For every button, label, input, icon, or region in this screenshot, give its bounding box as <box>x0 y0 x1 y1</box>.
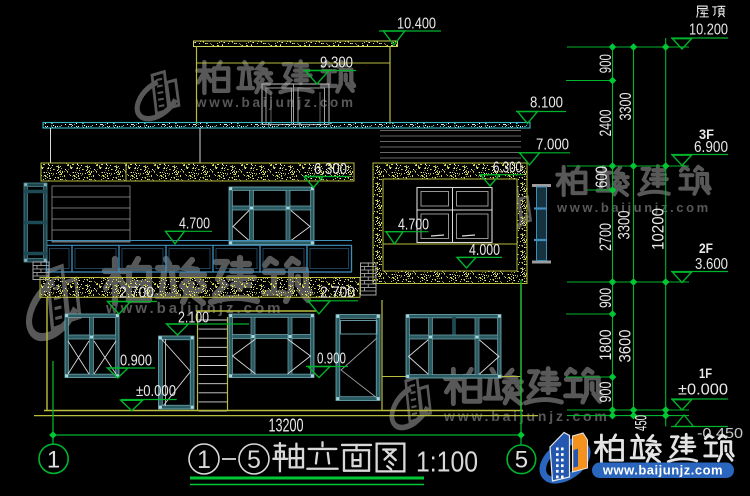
svg-text:4.700: 4.700 <box>179 216 210 233</box>
svg-text:2.700: 2.700 <box>320 285 355 302</box>
svg-text:6.300: 6.300 <box>493 160 522 177</box>
svg-text:3600: 3600 <box>616 330 635 363</box>
svg-text:www.baijunjz.com: www.baijunjz.com <box>602 463 723 478</box>
svg-text:2400: 2400 <box>596 110 615 137</box>
svg-text:±0.000: ±0.000 <box>678 382 728 399</box>
svg-text:3F: 3F <box>699 126 714 142</box>
svg-text:4.000: 4.000 <box>469 242 500 259</box>
svg-text:10.400: 10.400 <box>397 16 436 33</box>
svg-text:0.900: 0.900 <box>120 353 152 370</box>
svg-text:www.baijunjz.com: www.baijunjz.com <box>195 95 356 110</box>
svg-text:-0.450: -0.450 <box>697 426 743 442</box>
svg-text:4.700: 4.700 <box>398 217 429 234</box>
svg-text:±0.000: ±0.000 <box>136 383 176 400</box>
svg-text:1F: 1F <box>699 365 712 381</box>
svg-text:www.baijunjz.com: www.baijunjz.com <box>105 300 283 317</box>
svg-text:3.600: 3.600 <box>695 256 728 273</box>
svg-text:5: 5 <box>247 446 261 474</box>
svg-text:10200: 10200 <box>649 208 668 250</box>
svg-text:8.100: 8.100 <box>530 95 563 112</box>
svg-text:0.900: 0.900 <box>317 351 346 368</box>
svg-text:6.300: 6.300 <box>314 161 347 178</box>
svg-text:6.900: 6.900 <box>694 139 728 156</box>
svg-text:10.200: 10.200 <box>689 22 728 39</box>
svg-text:1: 1 <box>197 446 211 474</box>
svg-text:900: 900 <box>596 288 615 308</box>
svg-text:600: 600 <box>592 166 611 188</box>
svg-text:450: 450 <box>632 415 651 431</box>
svg-text:13200: 13200 <box>269 415 304 436</box>
svg-text:1: 1 <box>47 447 60 474</box>
svg-text:2.100: 2.100 <box>178 310 209 327</box>
svg-text:5: 5 <box>515 447 528 474</box>
svg-text:2700: 2700 <box>596 223 615 251</box>
svg-text:2F: 2F <box>699 240 713 256</box>
svg-text:www.baijunjz.com: www.baijunjz.com <box>556 200 711 215</box>
svg-text:1:100: 1:100 <box>416 447 478 479</box>
svg-text:7.000: 7.000 <box>536 137 569 154</box>
svg-text:900: 900 <box>596 54 615 73</box>
svg-text:2.700: 2.700 <box>119 285 154 302</box>
svg-text:3300: 3300 <box>615 211 634 240</box>
svg-text:9.300: 9.300 <box>320 55 353 72</box>
svg-text:900: 900 <box>596 382 615 403</box>
svg-text:3300: 3300 <box>616 93 635 121</box>
svg-text:1800: 1800 <box>596 330 615 361</box>
